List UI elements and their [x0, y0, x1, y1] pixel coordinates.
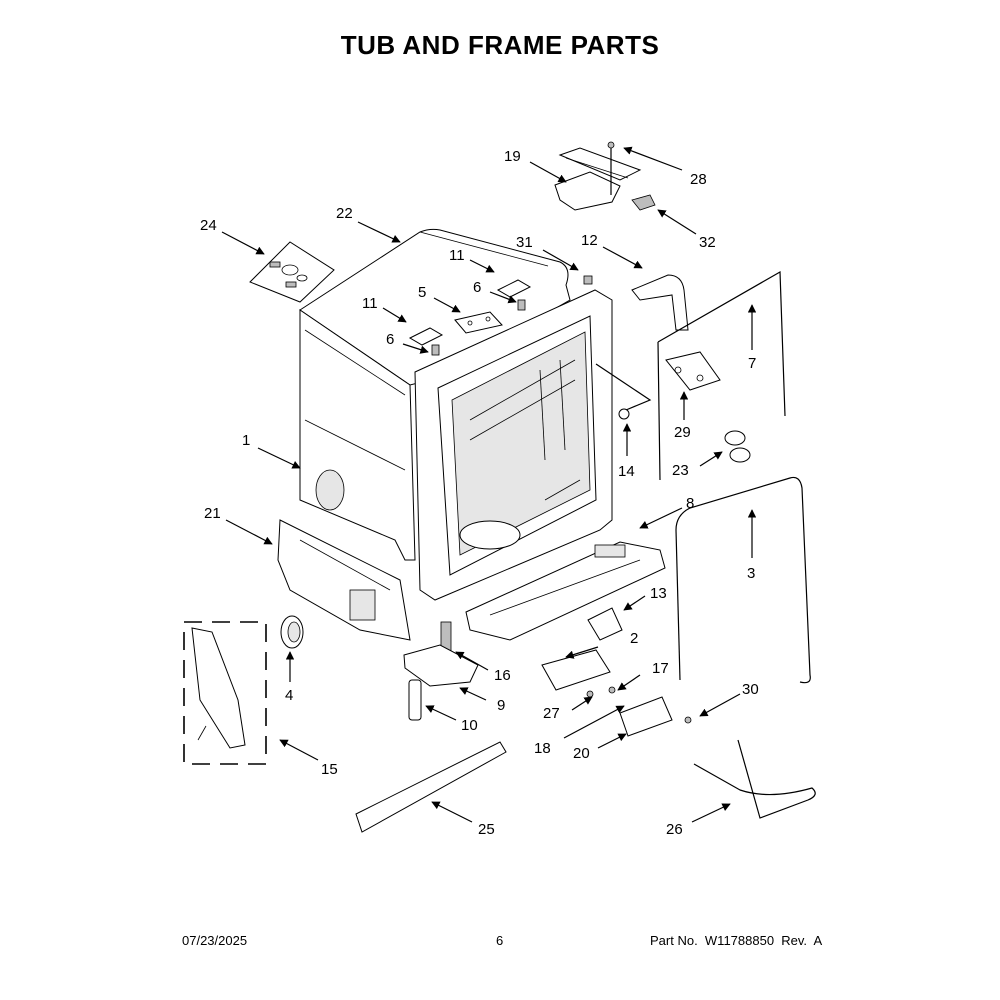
- callout-22: 22: [336, 205, 353, 222]
- callout-1: 1: [242, 432, 250, 449]
- callout-25: 25: [478, 821, 495, 838]
- callout-12: 12: [581, 232, 598, 249]
- footer-page-number: 6: [496, 933, 504, 948]
- callout-19: 19: [504, 148, 521, 165]
- part-11-bracket-top: [496, 279, 532, 298]
- part-32-clip: [631, 194, 656, 211]
- callout-16: 16: [494, 667, 511, 684]
- callout-15: 15: [321, 761, 338, 778]
- callout-8: 8: [686, 495, 694, 512]
- part-6-screw-left: [431, 344, 440, 356]
- part-26-harness: [693, 739, 816, 819]
- callout-10: 10: [461, 717, 478, 734]
- part-23-rollers: [724, 430, 751, 463]
- part-30-screw: [684, 716, 692, 724]
- part-14-plug: [595, 363, 652, 420]
- page-title: TUB AND FRAME PARTS: [340, 30, 660, 60]
- callout-20: 20: [573, 745, 590, 762]
- part-1-tub-side: [299, 309, 416, 561]
- callout-32: 32: [699, 234, 716, 251]
- part-3-door-gasket: [675, 476, 811, 684]
- part-8-base: [465, 541, 666, 641]
- part-17-screw: [608, 686, 616, 694]
- part-7-gasket: [657, 270, 786, 481]
- callout-29: 29: [674, 424, 691, 441]
- callout-labels: 1 2 3 4 5 6 6 7 8 9 10 11 11 12 13 14 15…: [200, 148, 759, 838]
- part-21-frame: [277, 519, 411, 641]
- part-2-module: [541, 649, 611, 691]
- callout-11b: 11: [362, 295, 378, 312]
- callout-3: 3: [747, 565, 755, 582]
- part-24-parts-bag: [249, 241, 335, 303]
- callout-17: 17: [652, 660, 669, 677]
- part-19-vent: [554, 147, 642, 211]
- part-20-box: [619, 696, 673, 737]
- leader-arrows: [221, 146, 757, 823]
- part-25-rail: [355, 741, 507, 833]
- part-28-screw: [607, 141, 615, 195]
- part-6-screw-top: [517, 299, 526, 311]
- part-15-group: [183, 621, 267, 765]
- callout-9: 9: [497, 697, 505, 714]
- callout-11a: 11: [449, 247, 465, 264]
- part-12-bracket: [631, 274, 689, 331]
- part-29-hinge: [665, 351, 721, 391]
- callout-23: 23: [672, 462, 689, 479]
- part-9-sump: [403, 644, 479, 687]
- part-31-clip: [583, 275, 593, 285]
- callout-21: 21: [204, 505, 221, 522]
- callout-13: 13: [650, 585, 667, 602]
- footer-part-number: Part No. W11788850 Rev. A: [650, 933, 823, 948]
- part-13-bracket: [587, 607, 623, 641]
- callout-24: 24: [200, 217, 217, 234]
- part-10-hose: [408, 679, 422, 721]
- callout-6a: 6: [473, 279, 481, 296]
- callout-28: 28: [690, 171, 707, 188]
- callout-27: 27: [543, 705, 560, 722]
- callout-31: 31: [516, 234, 533, 251]
- part-11-bracket-left: [408, 327, 444, 346]
- callout-5: 5: [418, 284, 426, 301]
- callout-6b: 6: [386, 331, 394, 348]
- part-27-screw: [586, 690, 594, 698]
- callout-14: 14: [618, 463, 635, 480]
- part-4-seal: [280, 615, 304, 649]
- part-tub-frame: [414, 289, 613, 601]
- callout-7: 7: [748, 355, 756, 372]
- callout-4: 4: [285, 687, 293, 704]
- callout-26: 26: [666, 821, 683, 838]
- part-22-tub-wrap: [299, 228, 571, 386]
- callout-18: 18: [534, 740, 551, 757]
- callout-30: 30: [742, 681, 759, 698]
- part-5-bracket: [454, 311, 503, 334]
- footer-date: 07/23/2025: [182, 933, 248, 948]
- callout-2: 2: [630, 630, 638, 647]
